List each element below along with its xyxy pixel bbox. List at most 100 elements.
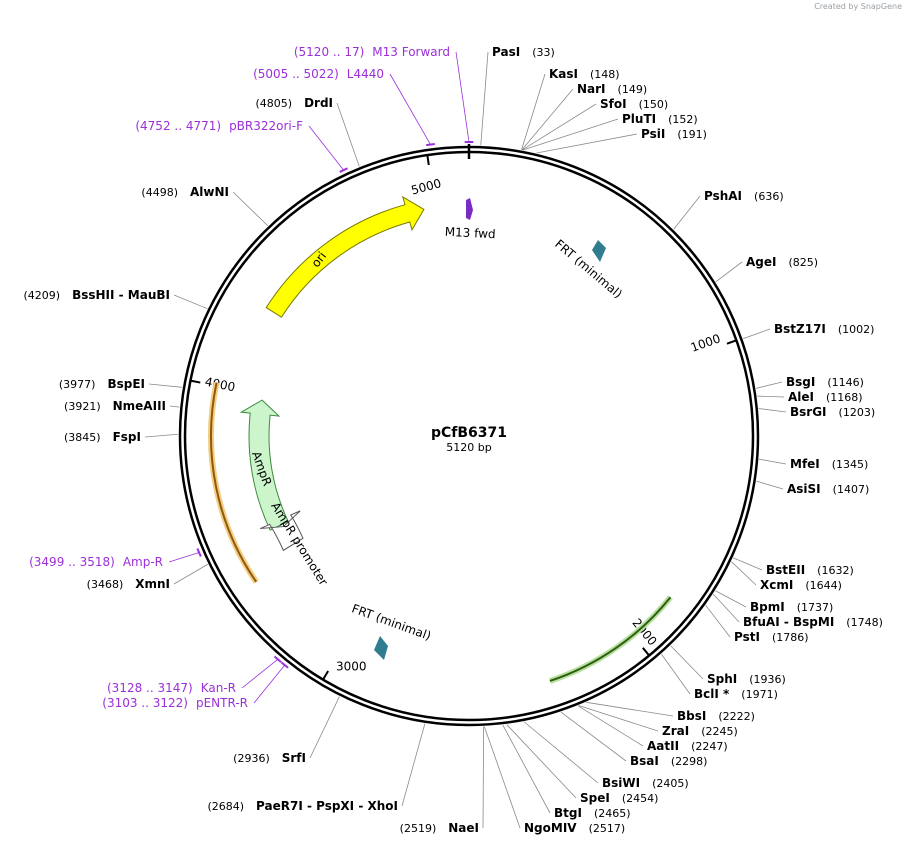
primer-name-pentr-r: pENTR-R <box>196 696 248 710</box>
enzyme-position-pasi: (33) <box>532 46 555 59</box>
enzyme-position-asisi: (1407) <box>833 483 870 496</box>
tick-mark <box>726 339 737 345</box>
enzyme-position-pluti: (152) <box>668 113 698 126</box>
enzyme-leader-pasi <box>480 51 489 146</box>
enzyme-leader-bbsi <box>586 701 674 717</box>
enzyme-name-fspi: FspI <box>113 430 141 444</box>
plasmid-length: 5120 bp <box>446 441 491 454</box>
enzyme-name-bcli: BclI * <box>694 687 730 701</box>
enzyme-leader-pluti <box>522 118 619 151</box>
primer-range-pentr-r: (3103 .. 3122) <box>102 696 188 710</box>
snapgene-brand: SnapGene <box>860 2 902 11</box>
tick-label: 1000 <box>689 331 722 354</box>
enzyme-name-btgi: BtgI <box>554 806 582 820</box>
enzyme-position-zrai: (2245) <box>701 725 738 738</box>
enzyme-name-bsshii-maubi: BssHII - MauBI <box>72 288 170 302</box>
enzyme-position-agei: (825) <box>788 256 818 269</box>
enzyme-leader-bsgi <box>755 381 783 389</box>
enzyme-leader-agei <box>715 261 743 283</box>
feature-ampr <box>239 399 289 531</box>
enzyme-name-xmni: XmnI <box>135 577 170 591</box>
tick-mark <box>642 647 650 657</box>
enzyme-leader-ngomiv <box>483 726 521 829</box>
enzyme-name-pshai: PshAI <box>704 189 742 203</box>
enzyme-position-drdi: (4805) <box>255 97 292 110</box>
enzyme-name-psti: PstI <box>734 630 760 644</box>
enzyme-position-bfuai-bspmi: (1748) <box>846 616 883 629</box>
feature-m13-fwd <box>466 198 473 220</box>
enzyme-position-bsai: (2298) <box>671 755 708 768</box>
enzyme-leader-bfuai-bspmi <box>713 593 740 623</box>
enzyme-name-bsgi: BsgI <box>786 375 815 389</box>
enzyme-position-sfoi: (150) <box>639 98 669 111</box>
enzyme-name-nmeaiii: NmeAIII <box>113 399 166 413</box>
primer-leader-pentr-r <box>253 664 286 704</box>
primer-bar-amp-r <box>196 548 202 557</box>
primer-bar-kan-r <box>273 655 282 663</box>
enzyme-name-bbsi: BbsI <box>677 709 706 723</box>
feature-label-ampr-promoter: AmpR promoter <box>268 500 330 588</box>
enzyme-leader-bsteii <box>733 557 763 571</box>
enzyme-leader-mfei <box>759 458 787 465</box>
primer-leader-amp-r <box>168 552 200 563</box>
enzyme-labels: PasI(33)KasI(148)NarI(149)SfoI(150)PluTI… <box>23 45 882 835</box>
enzyme-name-pasi: PasI <box>492 45 520 59</box>
enzyme-name-kasi: KasI <box>549 67 578 81</box>
enzyme-name-sphi: SphI <box>707 672 737 686</box>
enzyme-position-btgi: (2465) <box>594 807 631 820</box>
primer-range-pbr322ori-f: (4752 .. 4771) <box>135 119 221 133</box>
enzyme-name-agei: AgeI <box>746 255 776 269</box>
tick-label: 5000 <box>410 176 443 197</box>
enzyme-position-pshai: (636) <box>754 190 784 203</box>
primer-range-amp-r: (3499 .. 3518) <box>29 555 115 569</box>
enzyme-leader-nmeaiii <box>169 405 180 408</box>
enzyme-leader-nari <box>521 88 574 151</box>
enzyme-position-xcmi: (1644) <box>805 579 842 592</box>
enzyme-name-bsrgi: BsrGI <box>790 405 827 419</box>
enzyme-name-bsai: BsaI <box>630 754 659 768</box>
enzyme-position-psii: (191) <box>677 128 707 141</box>
enzyme-leader-aatii <box>577 705 644 747</box>
primer-annotations: M13 Forward(5120 .. 17)L4440(5005 .. 502… <box>29 45 474 710</box>
enzyme-name-bsiwi: BsiWI <box>602 776 640 790</box>
primer-name-pbr322ori-f: pBR322ori-F <box>229 119 303 133</box>
enzyme-position-alwni: (4498) <box>141 186 178 199</box>
enzyme-leader-alei <box>757 395 785 398</box>
enzyme-leader-drdi <box>336 102 360 167</box>
enzyme-leader-sfoi <box>522 103 597 151</box>
enzyme-name-sfoi: SfoI <box>600 97 627 111</box>
enzyme-position-paer7i-pspxi-xhoi: (2684) <box>207 800 244 813</box>
enzyme-leader-bpmi <box>715 590 747 608</box>
credit-text: Created by <box>814 2 859 11</box>
enzyme-name-naei: NaeI <box>448 821 479 835</box>
enzyme-name-alei: AleI <box>788 390 814 404</box>
enzyme-position-bsshii-maubi: (4209) <box>23 289 60 302</box>
enzyme-leader-bstz17i <box>743 328 771 340</box>
enzyme-name-psii: PsiI <box>641 127 665 141</box>
feature-label-frt-2: FRT (minimal) <box>350 601 433 643</box>
enzyme-position-ngomiv: (2517) <box>589 822 626 835</box>
enzyme-position-nmeaiii: (3921) <box>64 400 101 413</box>
enzyme-leader-bcli <box>661 654 691 695</box>
enzyme-name-bspei: BspEI <box>107 377 145 391</box>
enzyme-position-aatii: (2247) <box>691 740 728 753</box>
enzyme-leader-srfi <box>309 696 340 759</box>
enzyme-leader-pshai <box>673 195 701 230</box>
enzyme-leader-zrai <box>578 705 659 732</box>
enzyme-leaders <box>144 51 787 829</box>
primer-range-l4440: (5005 .. 5022) <box>253 67 339 81</box>
feature-label-m13-fwd: M13 fwd <box>444 225 496 242</box>
enzyme-leader-bsai <box>560 711 627 762</box>
enzyme-position-bstz17i: (1002) <box>838 323 875 336</box>
enzyme-position-kasi: (148) <box>590 68 620 81</box>
enzyme-leader-sphi <box>670 645 704 680</box>
primer-bar-pentr-r <box>280 661 289 669</box>
enzyme-name-alwni: AlwNI <box>190 185 229 199</box>
enzyme-leader-bsiwi <box>523 721 599 784</box>
enzyme-leader-xmni <box>173 563 209 585</box>
primer-bar-l4440 <box>426 143 435 147</box>
primer-bar-pbr322ori-f <box>339 167 348 173</box>
feature-frt-2 <box>374 636 388 660</box>
enzyme-position-fspi: (3845) <box>64 431 101 444</box>
